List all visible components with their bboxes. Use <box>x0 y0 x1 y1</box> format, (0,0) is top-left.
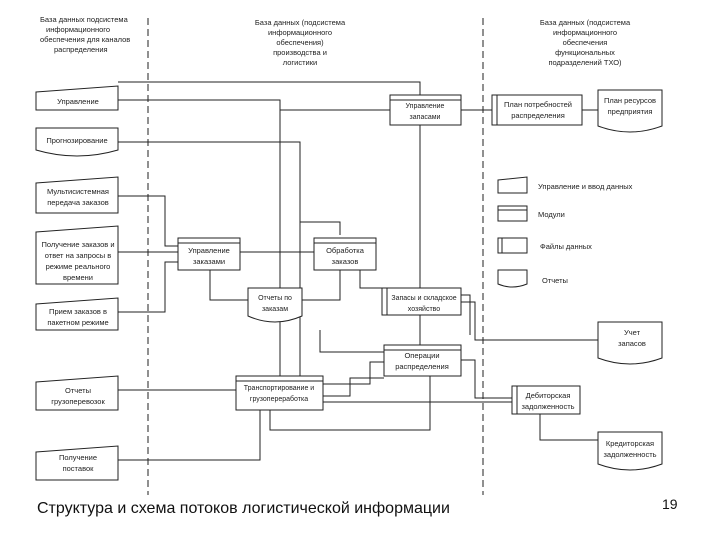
svg-text:информационного: информационного <box>46 25 110 34</box>
svg-text:Учет: Учет <box>624 328 641 337</box>
svg-text:задолженность: задолженность <box>603 450 656 459</box>
svg-text:пакетном режиме: пакетном режиме <box>47 318 108 327</box>
left-node-receiving[interactable]: Получение заказов и ответ на запросы в р… <box>35 225 119 285</box>
left-node-multisystem[interactable]: Мультисистемная передача заказов <box>35 176 119 214</box>
svg-text:распределения: распределения <box>511 111 565 120</box>
center-node-transport[interactable]: Транспортирование и грузопереработка <box>235 375 324 411</box>
svg-text:грузопереработка: грузопереработка <box>250 395 308 403</box>
svg-text:предприятия: предприятия <box>608 107 653 116</box>
svg-text:Запасы и складское: Запасы и складское <box>391 295 456 302</box>
center-node-distribution-ops[interactable]: Операции распределения <box>383 344 462 377</box>
page-number: 19 <box>662 496 678 512</box>
svg-text:информационного: информационного <box>553 28 617 37</box>
left-node-receipt[interactable]: Получение поставок <box>35 445 119 481</box>
center-node-order-mgmt[interactable]: Управление заказами <box>177 237 241 271</box>
svg-text:обеспечения для каналов: обеспечения для каналов <box>40 35 130 44</box>
legend: Управление и ввод данных Модули Файлы да… <box>497 176 633 288</box>
legend-input: Управление и ввод данных <box>497 176 633 194</box>
svg-text:подразделений ТХО): подразделений ТХО) <box>548 58 622 67</box>
svg-text:распределения: распределения <box>54 45 108 54</box>
left-node-online[interactable]: Прием заказов в пакетном режиме <box>35 297 119 331</box>
header-left: База данных подсистема информационного о… <box>40 15 130 54</box>
svg-text:Файлы данных: Файлы данных <box>540 242 592 251</box>
svg-text:задолженность: задолженность <box>521 402 574 411</box>
svg-text:Отчеты: Отчеты <box>542 276 568 285</box>
svg-text:заказов: заказов <box>332 257 359 266</box>
svg-text:поставок: поставок <box>63 464 95 473</box>
svg-text:логистики: логистики <box>283 58 317 67</box>
svg-text:План ресурсов: План ресурсов <box>604 96 656 105</box>
svg-text:запасов: запасов <box>618 339 646 348</box>
center-node-reports-orders[interactable]: Отчеты по заказам <box>247 287 303 323</box>
svg-text:Управление и ввод данных: Управление и ввод данных <box>538 182 633 191</box>
svg-text:режиме реального: режиме реального <box>46 262 111 271</box>
svg-text:времени: времени <box>63 273 93 282</box>
center-node-order-processing[interactable]: Обработка заказов <box>313 237 377 271</box>
right-node-plan-needs[interactable]: План потребностей распределения <box>491 94 583 126</box>
svg-text:передача заказов: передача заказов <box>47 198 109 207</box>
svg-text:Дебиторская: Дебиторская <box>526 391 571 400</box>
svg-text:Получение: Получение <box>59 453 97 462</box>
left-node-forecasting[interactable]: Прогнозирование <box>35 127 119 157</box>
center-node-inventory-mgmt[interactable]: Управление запасами <box>389 94 462 126</box>
header-right: База данных (подсистема информационного … <box>540 18 631 67</box>
right-node-plan-resources[interactable]: План ресурсов предприятия <box>597 89 663 133</box>
svg-text:распределения: распределения <box>395 362 449 371</box>
svg-text:Обработка: Обработка <box>326 246 365 255</box>
svg-text:Транспортирование и: Транспортирование и <box>244 385 315 392</box>
svg-text:База данных подсистема: База данных подсистема <box>40 15 129 24</box>
svg-text:ответ на запросы в: ответ на запросы в <box>45 251 111 260</box>
right-node-inventory-acc[interactable]: Учет запасов <box>597 321 663 365</box>
svg-text:заказами: заказами <box>193 257 225 266</box>
flow-lines <box>118 81 610 461</box>
svg-text:заказам: заказам <box>262 306 288 313</box>
left-node-reports-cargo[interactable]: Отчеты грузоперевозок <box>35 375 119 411</box>
svg-text:Отчеты: Отчеты <box>65 386 91 395</box>
svg-text:грузоперевозок: грузоперевозок <box>51 397 105 406</box>
legend-files: Файлы данных <box>497 237 592 254</box>
svg-text:База данных (подсистема: База данных (подсистема <box>540 18 631 27</box>
legend-modules: Модули <box>497 205 565 222</box>
legend-reports: Отчеты <box>497 269 568 288</box>
svg-text:обеспечения: обеспечения <box>563 38 608 47</box>
svg-text:запасами: запасами <box>410 114 441 121</box>
svg-text:Операции: Операции <box>404 351 439 360</box>
svg-text:Прием заказов в: Прием заказов в <box>49 307 107 316</box>
svg-text:Управление: Управление <box>188 246 230 255</box>
svg-text:информационного: информационного <box>268 28 332 37</box>
svg-text:обеспечения): обеспечения) <box>276 38 324 47</box>
right-node-payables[interactable]: Кредиторская задолженность <box>597 431 663 471</box>
svg-text:производства и: производства и <box>273 48 327 57</box>
svg-text:База данных (подсистема: База данных (подсистема <box>255 18 346 27</box>
svg-text:Мультисистемная: Мультисистемная <box>47 187 109 196</box>
slide-caption: Структура и схема потоков логистической … <box>37 500 450 517</box>
right-node-receivables[interactable]: Дебиторская задолженность <box>511 385 581 415</box>
svg-text:Модули: Модули <box>538 210 565 219</box>
svg-text:Прогнозирование: Прогнозирование <box>46 136 107 145</box>
svg-text:хозяйство: хозяйство <box>408 305 440 313</box>
svg-text:Кредиторская: Кредиторская <box>606 439 654 448</box>
center-node-warehouse[interactable]: Запасы и складское хозяйство <box>381 287 462 316</box>
svg-text:Управление: Управление <box>57 97 99 106</box>
svg-text:функциональных: функциональных <box>555 48 615 57</box>
header-center: База данных (подсистема информационного … <box>255 18 346 67</box>
svg-text:Отчеты по: Отчеты по <box>258 295 292 302</box>
svg-text:Получение заказов и: Получение заказов и <box>41 240 114 249</box>
svg-text:Управление: Управление <box>406 103 445 110</box>
svg-text:План потребностей: План потребностей <box>504 100 572 109</box>
left-node-management[interactable]: Управление <box>35 85 119 111</box>
